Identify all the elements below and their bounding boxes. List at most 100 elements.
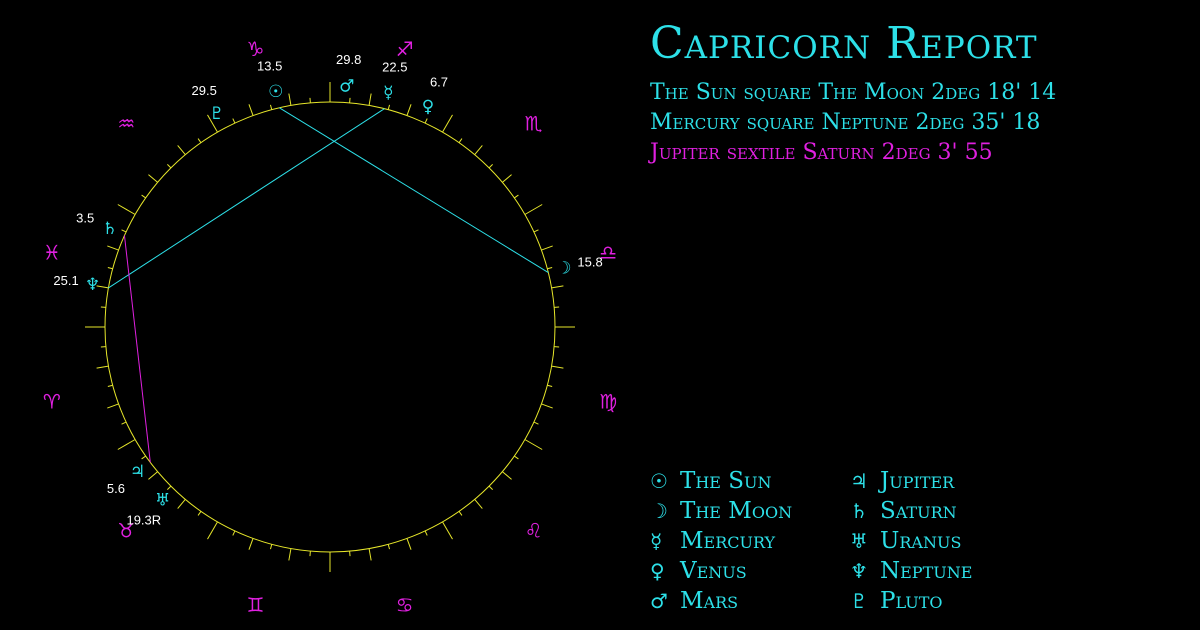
pluto-degree-label: 29.5: [192, 83, 217, 98]
degree-tick: [458, 511, 463, 516]
uranus-icon: ♅: [155, 490, 170, 510]
jupiter-icon: ♃: [850, 469, 868, 493]
degree-tick: [533, 421, 539, 425]
degree-tick: [524, 439, 543, 450]
degree-tick: [141, 194, 146, 199]
degree-tick: [269, 544, 273, 550]
degree-tick: [148, 174, 158, 183]
legend-item-jupiter: ♃ Jupiter: [850, 466, 1050, 496]
degree-tick: [117, 204, 136, 215]
aspect-line-mercury-neptune: [108, 108, 385, 289]
degree-tick: [117, 439, 136, 450]
legend-label: The Moon: [680, 498, 793, 524]
legend-item-moon: ☽ The Moon: [650, 496, 850, 526]
degree-tick: [177, 145, 186, 155]
degree-tick: [207, 521, 218, 540]
moon-icon: ☽: [650, 499, 668, 523]
legend-item-pluto: ♇ Pluto: [850, 586, 1050, 616]
mercury-degree-label: 22.5: [382, 59, 407, 74]
degree-tick: [141, 455, 146, 460]
wheel-circle: [104, 101, 556, 553]
degree-tick: [197, 138, 202, 143]
aspect-line-sun-moon: [279, 107, 549, 273]
legend-item-neptune: ♆ Neptune: [850, 556, 1050, 586]
degree-tick: [524, 204, 543, 215]
saturn-icon: ♄: [102, 219, 117, 239]
degree-tick: [387, 104, 391, 110]
uranus-icon: ♅: [850, 529, 868, 553]
degree-tick: [177, 499, 186, 509]
mercury-icon: ☿: [383, 83, 393, 103]
degree-tick: [107, 384, 113, 388]
degree-tick: [368, 93, 372, 106]
aquarius-icon: ♒: [117, 111, 135, 135]
mars-degree-label: 29.8: [336, 52, 361, 67]
legend-item-sun: ☉ The Sun: [650, 466, 850, 496]
degree-tick: [248, 538, 254, 550]
aspect-sun-square-moon: The Sun square The Moon 2deg 18' 14: [650, 80, 1057, 105]
degree-tick: [514, 194, 519, 199]
degree-tick: [488, 485, 493, 490]
degree-tick: [96, 365, 109, 369]
degree-tick: [442, 521, 453, 540]
venus-icon: ♀: [650, 559, 665, 583]
aspect-list: The Sun square The Moon 2deg 18' 14 Merc…: [650, 78, 1056, 168]
degree-tick: [474, 145, 483, 155]
aspect-mercury-square-neptune: Mercury square Neptune 2deg 35' 18: [650, 110, 1041, 135]
legend-item-mars: ♂ Mars: [650, 586, 850, 616]
legend-label: Uranus: [880, 528, 962, 554]
degree-tick: [547, 266, 553, 270]
saturn-icon: ♄: [850, 499, 868, 523]
degree-tick: [207, 114, 218, 133]
degree-tick: [424, 118, 428, 124]
legend-label: Pluto: [880, 588, 943, 614]
degree-tick: [474, 499, 483, 509]
degree-tick: [121, 229, 127, 233]
zodiac-signs: ♑♒♓♈♉♊♋♌♍♎♏♐: [43, 37, 617, 617]
venus-icon: ♀: [422, 97, 434, 117]
neptune-icon: ♆: [85, 275, 100, 295]
legend-label: Saturn: [880, 498, 957, 524]
mars-icon: ♂: [650, 589, 668, 613]
planet-legend: ☉ The Sun ♃ Jupiter ☽ The Moon ♄ Saturn …: [650, 466, 1050, 616]
uranus-degree-label: 19.3R: [126, 512, 161, 527]
degree-tick: [167, 485, 172, 490]
degree-tick: [167, 164, 172, 169]
degree-tick: [406, 538, 412, 550]
degree-tick: [107, 245, 119, 251]
jupiter-degree-label: 5.6: [107, 481, 125, 496]
planets: ☉13.5♂29.8☿22.5♀6.7♇29.5☽15.8♄3.5♆25.1♃5…: [53, 52, 602, 527]
aspect-lines: [108, 107, 549, 463]
degree-tick: [232, 530, 236, 536]
legend-label: Jupiter: [880, 468, 955, 494]
aspect-line-saturn-jupiter: [123, 235, 151, 463]
degree-tick: [107, 266, 113, 270]
degree-tick: [197, 511, 202, 516]
degree-tick: [442, 114, 453, 133]
degree-ticks: [85, 82, 575, 572]
scorpio-icon: ♏: [525, 111, 543, 135]
gemini-icon: ♊: [246, 593, 264, 617]
virgo-icon: ♍: [599, 390, 617, 414]
degree-tick: [514, 455, 519, 460]
degree-tick: [533, 229, 539, 233]
leo-icon: ♌: [525, 519, 543, 543]
moon-degree-label: 15.8: [577, 255, 602, 270]
mercury-icon: ☿: [650, 529, 663, 553]
pluto-icon: ♇: [850, 589, 868, 613]
sun-degree-label: 13.5: [257, 58, 282, 73]
cancer-icon: ♋: [396, 593, 414, 617]
degree-tick: [288, 93, 292, 106]
natal-chart-wheel: ♑♒♓♈♉♊♋♌♍♎♏♐ ☉13.5♂29.8☿22.5♀6.7♇29.5☽15…: [43, 37, 617, 617]
degree-tick: [368, 548, 372, 561]
sun-icon: ☉: [650, 469, 668, 493]
pluto-icon: ♇: [209, 104, 224, 124]
degree-tick: [458, 138, 463, 143]
degree-tick: [502, 174, 512, 183]
mars-icon: ♂: [339, 77, 354, 97]
degree-tick: [406, 104, 412, 116]
sun-icon: ☉: [268, 82, 283, 102]
legend-item-venus: ♀ Venus: [650, 556, 850, 586]
degree-tick: [107, 403, 119, 409]
jupiter-icon: ♃: [130, 462, 145, 482]
